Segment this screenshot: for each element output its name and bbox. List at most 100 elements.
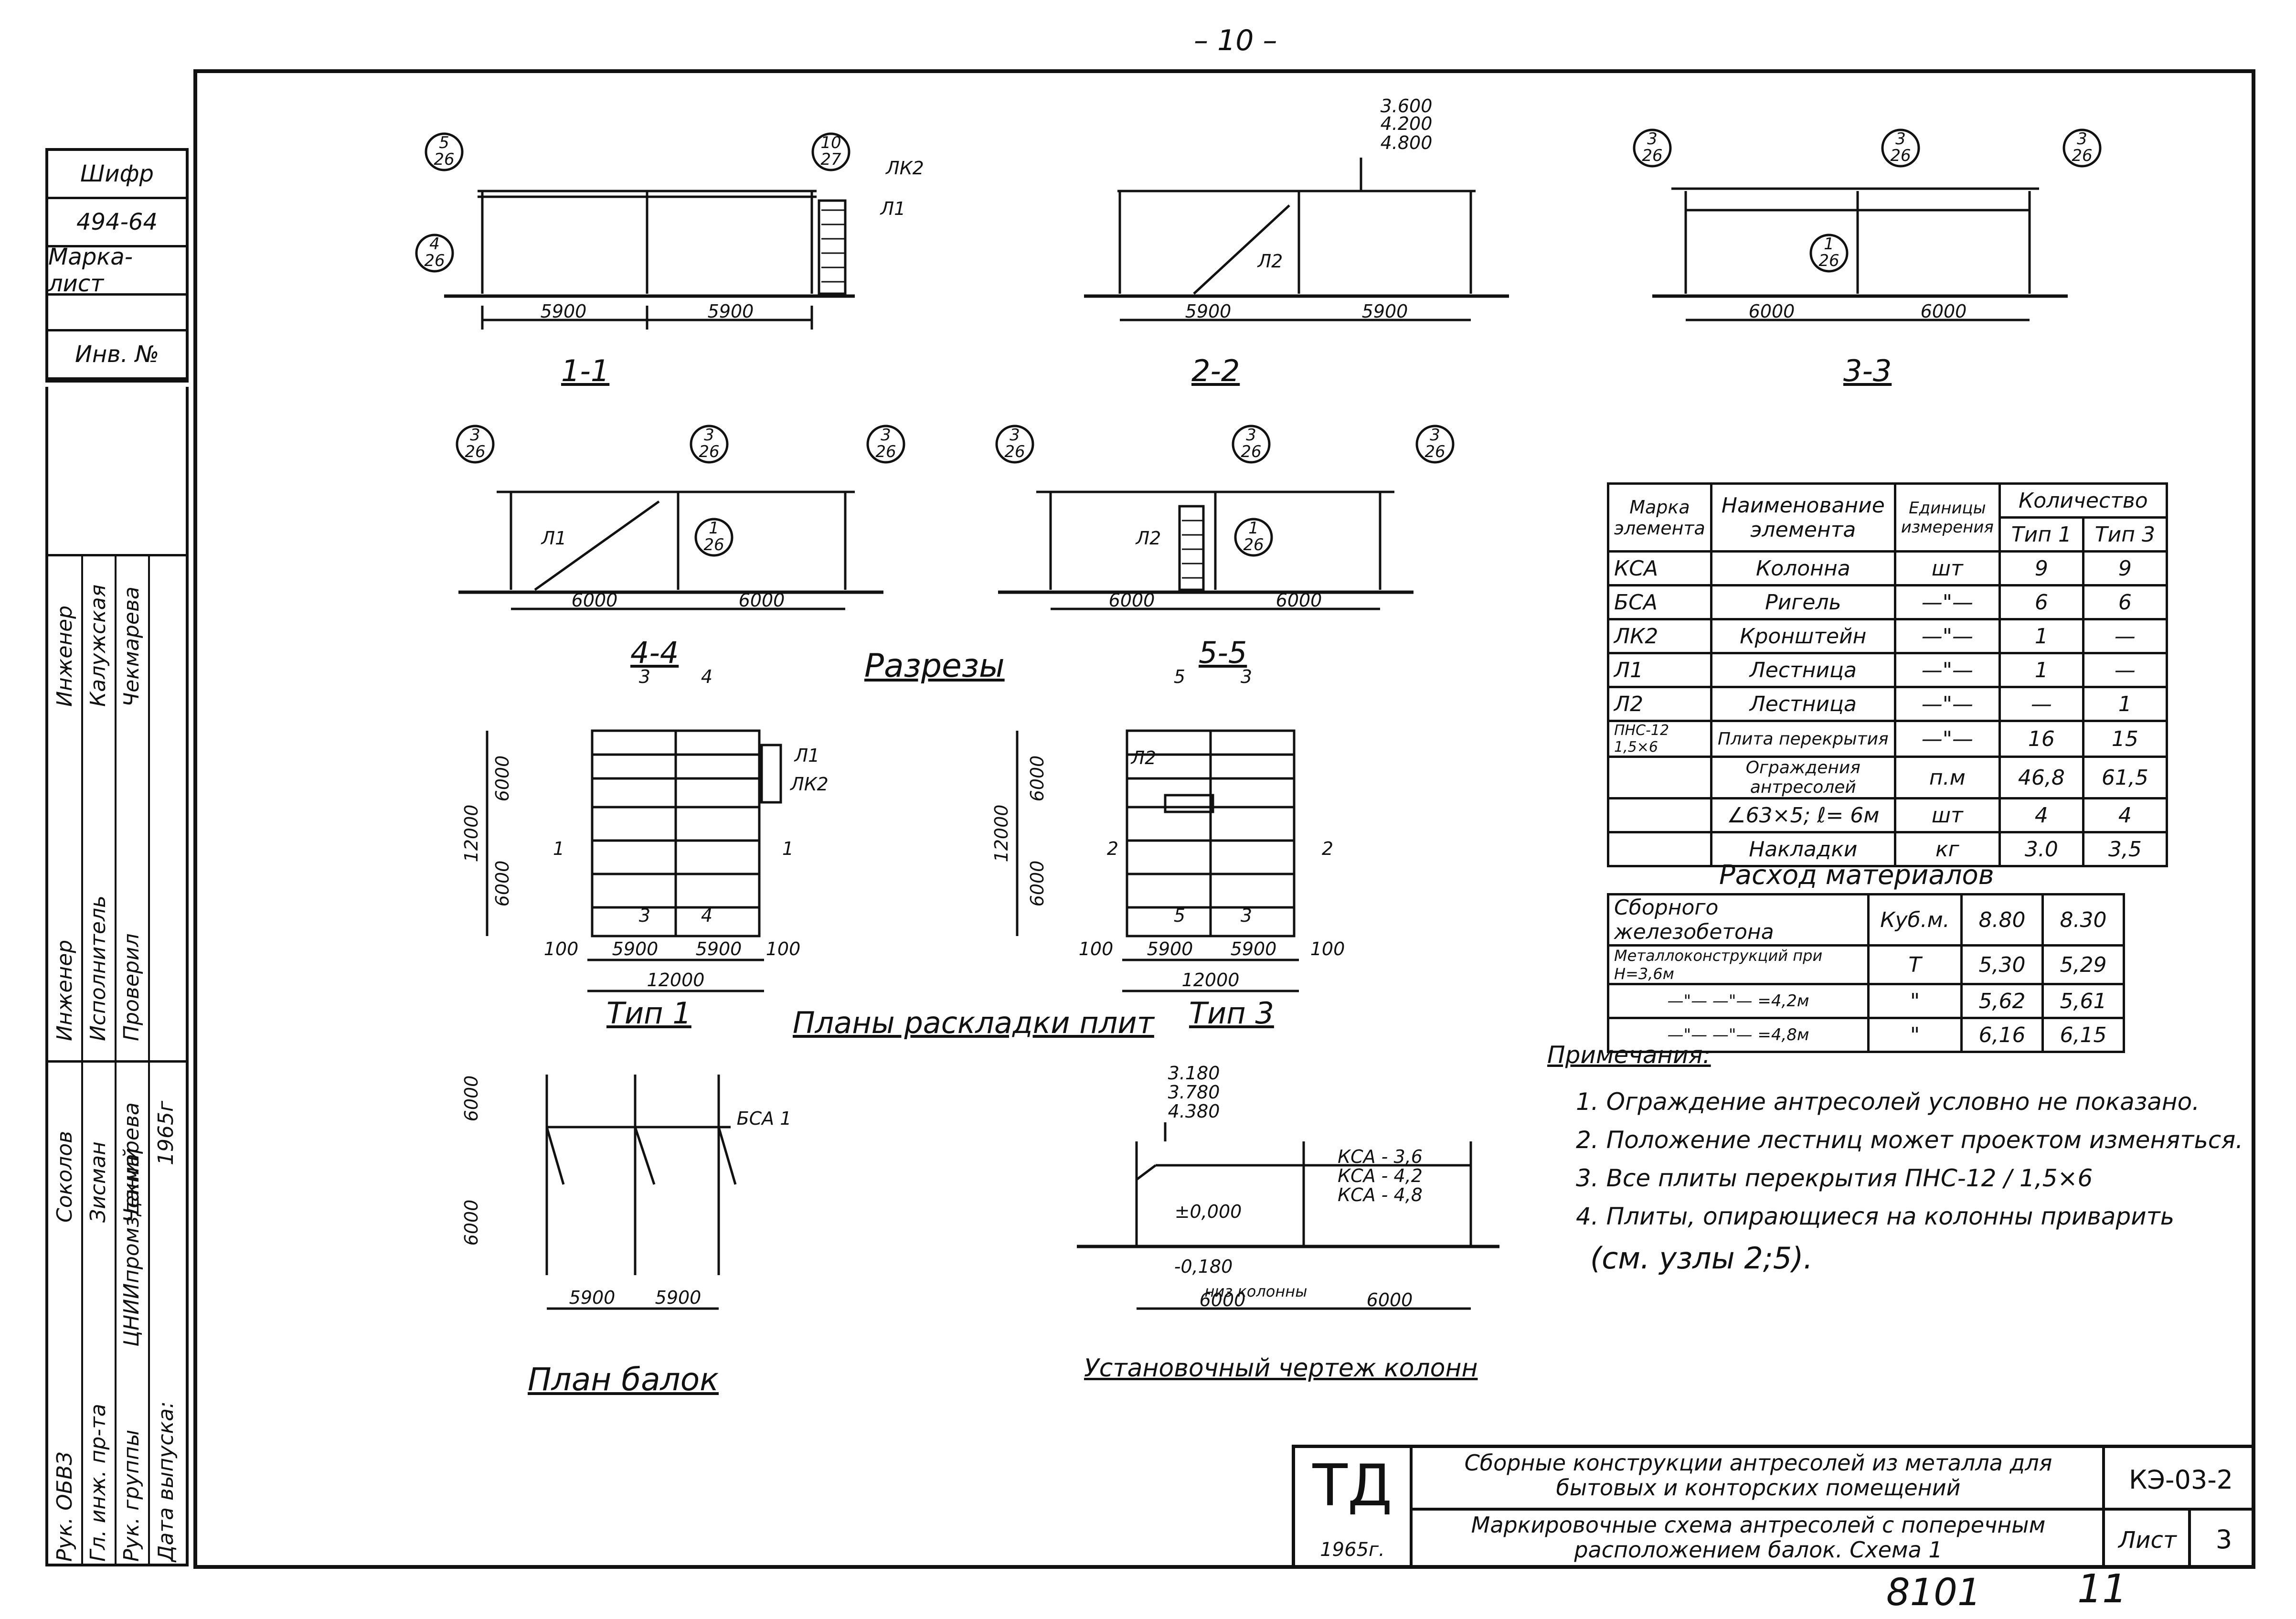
tag-text: Л1 <box>541 528 567 549</box>
column-mark: КСА - 4,8 <box>1338 1184 1423 1205</box>
dim-text: 5900 <box>708 301 754 322</box>
level-text: 3.180 <box>1168 1063 1220 1084</box>
plan-type3 <box>1016 729 1299 992</box>
tb-divider <box>1410 1508 2255 1511</box>
dim-text: 12000 <box>647 969 705 991</box>
callout-den: 26 <box>1424 442 1445 461</box>
level-text: 4.380 <box>1168 1101 1220 1122</box>
tb-code: КЭ-03-2 <box>2128 1465 2233 1495</box>
mark-label: Марка-лист <box>48 244 186 297</box>
mark-empty <box>48 296 186 331</box>
callout-den: 26 <box>875 442 896 461</box>
dim-text: 5900 <box>696 938 742 959</box>
callout-den: 26 <box>434 150 454 169</box>
dim-text: 5900 <box>612 938 659 959</box>
callout-num: 3 <box>2077 129 2087 149</box>
section-1-1 <box>415 132 855 330</box>
callout-den: 26 <box>699 442 719 461</box>
tb-sheet-no: 3 <box>2215 1524 2232 1555</box>
callout-num: 3 <box>1010 426 1020 445</box>
stamp-col <box>148 554 150 1566</box>
title-block: ТД 1965г. Сборные конструкции антресолей… <box>1292 1445 2255 1569</box>
dim-text: 5900 <box>1147 938 1193 959</box>
tag-text: Л2 <box>1257 251 1283 272</box>
cut-mark: 2 <box>1322 838 1333 859</box>
tag-text: Л1 <box>880 198 906 219</box>
callout-num: 3 <box>470 426 480 445</box>
dim-text: 6000 <box>461 1076 482 1122</box>
th-type3: Тип 3 <box>2082 516 2168 553</box>
section-label: 2-2 <box>1191 353 1240 388</box>
level-text: 3.600 <box>1381 96 1433 117</box>
callout-den: 26 <box>1818 251 1839 270</box>
dim-text: 6000 <box>1200 1289 1246 1310</box>
section-label: 1-1 <box>561 353 610 388</box>
section-3-3 <box>1633 128 2102 321</box>
callout-num: 5 <box>439 133 449 152</box>
dim-text: 6000 <box>572 590 618 611</box>
callout-num: 10 <box>820 133 841 152</box>
dim-text: 6000 <box>492 756 513 802</box>
dim-text: 5900 <box>1362 301 1408 322</box>
th-qty: Количество <box>1998 482 2168 519</box>
section-label: 3-3 <box>1843 353 1892 388</box>
section-label: 5-5 <box>1199 635 1247 670</box>
callout-num: 3 <box>881 426 891 445</box>
th-type1: Тип 1 <box>1998 516 2084 553</box>
section-5-5 <box>995 425 1455 610</box>
callout-den: 26 <box>2072 146 2092 165</box>
callout-den: 26 <box>1642 146 1662 165</box>
callout-den: 26 <box>1243 535 1264 554</box>
plan-type1 <box>486 729 782 992</box>
column-mark: КСА - 4,2 <box>1338 1165 1423 1186</box>
dim-text: 6000 <box>1027 861 1048 907</box>
tag-text: Л1 <box>794 745 820 766</box>
th-mark: Марка элемента <box>1607 482 1712 553</box>
cut-mark: 1 <box>553 838 564 859</box>
cut-mark: 3 <box>639 905 650 926</box>
sections-caption: Разрезы <box>864 647 1005 685</box>
dim-text: 6000 <box>1027 756 1048 802</box>
sheet-border <box>193 69 2255 1569</box>
notes-title: Примечания: <box>1547 1041 1711 1069</box>
dim-text: 6000 <box>1921 301 1967 322</box>
section-4-4 <box>456 425 905 610</box>
callout-num: 1 <box>709 519 719 538</box>
cut-mark: 5 <box>1174 666 1185 687</box>
dim-text: 100 <box>544 938 579 959</box>
page-number: – 10 – <box>1194 24 1277 57</box>
tag-text: ЛК2 <box>789 774 829 795</box>
plans-caption: Планы раскладки плит <box>793 1005 1154 1040</box>
cut-mark: 4 <box>701 905 712 926</box>
th-name: Наименование элемента <box>1710 482 1896 553</box>
section-label: 4-4 <box>630 635 679 670</box>
stamp-divider <box>45 1060 189 1063</box>
column-mark: КСА - 3,6 <box>1338 1146 1423 1167</box>
cut-mark: 1 <box>782 838 794 859</box>
beam-plan-caption: План балок <box>528 1361 719 1398</box>
cut-mark: 3 <box>1241 905 1252 926</box>
note-item: (см. узлы 2;5). <box>1590 1241 1813 1276</box>
note-item: 1. Ограждение антресолей условно не пока… <box>1576 1088 2200 1116</box>
dim-text: 100 <box>766 938 801 959</box>
cipher-label: Шифр <box>48 151 186 199</box>
callout-den: 26 <box>465 442 485 461</box>
stamp-divider <box>45 554 189 556</box>
callout-num: 3 <box>1246 426 1256 445</box>
callout-num: 1 <box>1824 234 1834 254</box>
dim-text: 5900 <box>569 1287 616 1308</box>
dim-text: 6000 <box>1749 301 1795 322</box>
archive-number: 8101 <box>1886 1571 1981 1614</box>
